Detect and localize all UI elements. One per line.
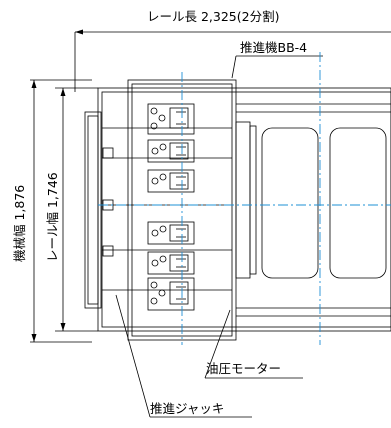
thrust-plate-inner — [87, 115, 99, 305]
thrust-jack-leader — [115, 294, 151, 418]
rail-length-dimension — [74, 29, 391, 92]
rail-length-label: レール長 2,325(2分割) — [147, 9, 279, 24]
motor-flange — [249, 125, 257, 275]
pusher-machine-body — [84, 79, 391, 341]
valve-block — [147, 169, 195, 193]
guide-window-right — [329, 127, 387, 279]
hydraulic-motor-label: 油圧モーター — [206, 361, 281, 376]
valve-block — [147, 277, 195, 311]
guide-window-left — [261, 127, 319, 279]
machine-width-arrow-top-icon — [31, 80, 37, 88]
rail-frame-outline — [97, 87, 391, 332]
rail-width-arrow-top-icon — [60, 88, 66, 96]
center-lines — [98, 52, 391, 345]
rail-width-arrow-bottom-icon — [60, 323, 66, 331]
thrust-jack-label: 推進ジャッキ — [150, 401, 224, 416]
valve-block — [147, 103, 195, 135]
pusher-model-leader — [231, 55, 237, 79]
thrust-plate — [84, 111, 102, 309]
pusher-model-callout — [231, 55, 323, 79]
hydraulic-motor-callout — [204, 309, 303, 379]
valve-block — [147, 251, 195, 275]
rail-width-label: レール幅 1,746 — [45, 172, 60, 262]
rail-frame-inner — [101, 91, 391, 328]
jack-bracket-3 — [102, 245, 114, 257]
valve-blocks — [147, 103, 195, 311]
valve-block — [147, 139, 195, 163]
motor-housing — [235, 121, 251, 279]
machine-width-dimension — [30, 79, 92, 343]
thrust-jack-callout — [115, 294, 252, 418]
machine-width-label: 機械幅 1,876 — [12, 185, 27, 262]
valve-block — [147, 221, 195, 245]
rail-width-dimension — [55, 87, 98, 332]
hydraulic-motor-leader — [204, 309, 231, 379]
machine-width-arrow-bottom-icon — [31, 334, 37, 342]
pusher-model-label: 推進機BB-4 — [240, 40, 307, 55]
jack-bracket-1 — [102, 147, 114, 159]
carriage-frame-inner — [131, 83, 233, 337]
rail-length-arrow-icon — [75, 29, 83, 35]
